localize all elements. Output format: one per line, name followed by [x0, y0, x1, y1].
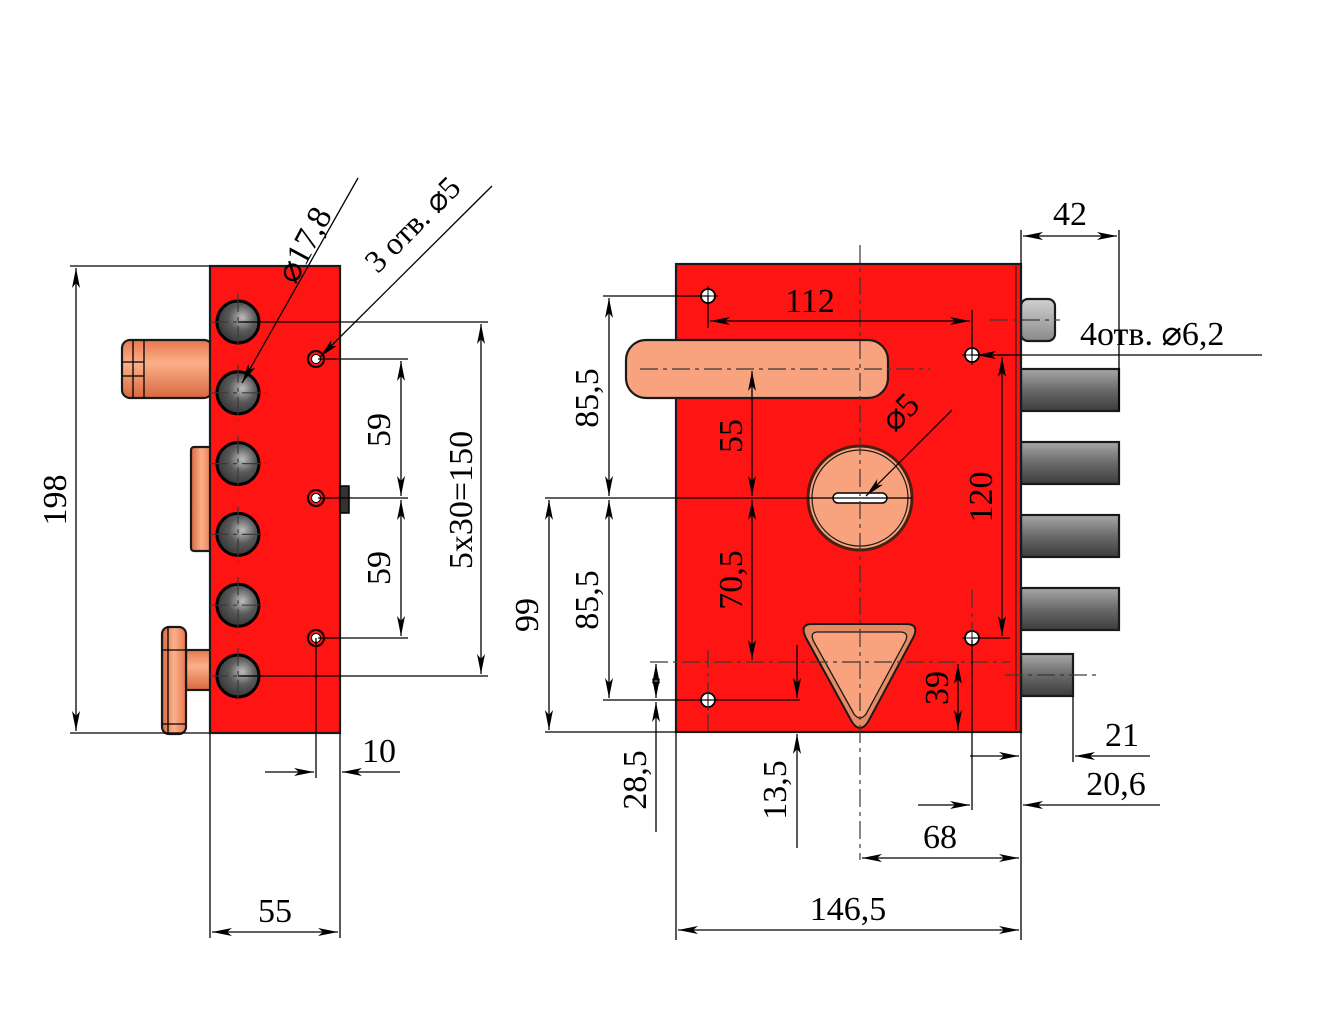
side-cylinder-knob [120, 338, 214, 400]
dim-bolt-throw: 42 [1053, 196, 1087, 233]
side-spindle-housing [189, 445, 214, 553]
dim-lower-offset: 85,5 [569, 570, 606, 630]
dim-axis-to-edge: 68 [923, 819, 957, 856]
side-bolt-head [210, 435, 266, 492]
dim-side-height: 198 [37, 475, 74, 526]
side-stop-pin [339, 485, 350, 514]
dim-edge-offset: 10 [362, 733, 396, 770]
front-view: 85,5 85,5 99 55 70,5 28,5 13,5 112 120 3… [509, 196, 1262, 940]
dim-spindle-offset: 39 [919, 671, 956, 705]
dim-holes-note: 3 отв. ⌀5 [357, 169, 467, 279]
dim-upper-offset: 85,5 [569, 368, 606, 428]
side-view: 198 5x30=150 59 59 10 55 ⌀17,8 3 отв. ⌀5 [37, 169, 493, 938]
dim-axis-to-spindle: 70,5 [713, 550, 750, 610]
dim-bottom-hole-offset: 28,5 [617, 750, 654, 810]
dim-hole-spacing-v: 120 [963, 472, 1000, 523]
front-bolt [1019, 440, 1121, 486]
dim-bolt-spacing: 5x30=150 [443, 431, 480, 569]
front-bolts [1019, 367, 1121, 632]
side-bolt-head [210, 577, 266, 634]
side-bolt-head [210, 506, 266, 563]
dim-hole-to-edge: 20,6 [1086, 766, 1146, 803]
dim-hole-spacing-h: 112 [785, 283, 835, 320]
dim-handle-to-axis: 55 [713, 419, 750, 453]
front-bolt [1019, 513, 1121, 559]
dim-pitch-upper: 59 [361, 413, 398, 447]
dim-latch-throw: 21 [1105, 717, 1139, 754]
dim-bottom-height: 99 [509, 598, 546, 632]
dim-mount-holes-note: 4отв. ⌀6,2 [1080, 316, 1224, 353]
dim-width-total: 146,5 [810, 891, 887, 928]
front-bolt [1019, 586, 1121, 632]
front-bolt [1019, 367, 1121, 413]
dim-pitch-lower: 59 [361, 551, 398, 585]
dim-side-depth: 55 [258, 893, 292, 930]
dim-spindle-edge: 13,5 [757, 760, 794, 820]
side-mount-hole [307, 489, 325, 507]
side-handle-knob [160, 625, 214, 736]
